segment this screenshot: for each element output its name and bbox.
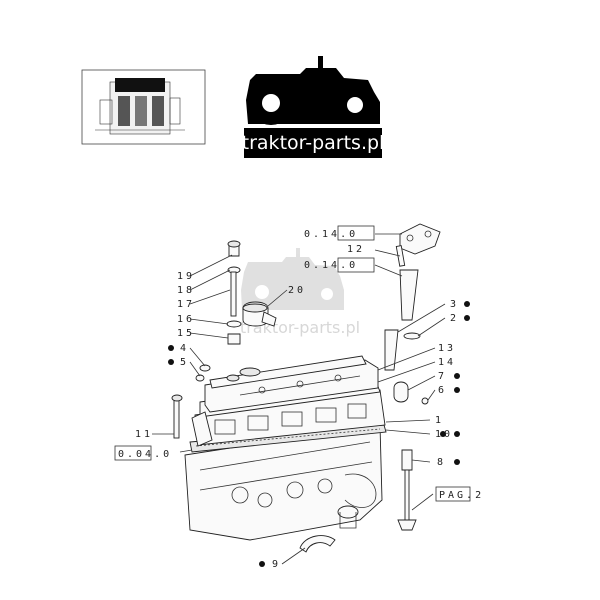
label-8[interactable]: 8 (437, 457, 446, 468)
label-2[interactable]: 2 (450, 313, 459, 324)
cap-part (393, 381, 409, 403)
label-6[interactable]: 6 (438, 385, 447, 396)
label-ref-left[interactable]: 0.04.0 (118, 449, 172, 460)
bullet-7 (454, 373, 460, 379)
bullet-4 (168, 345, 174, 351)
bullet-6 (454, 387, 460, 393)
bullet-2 (464, 315, 470, 321)
bullet-10b (454, 431, 460, 437)
label-20[interactable]: 20 (288, 285, 306, 296)
stud-assembly (226, 240, 242, 345)
small-plug-part (421, 397, 429, 405)
label-14[interactable]: 14 (438, 357, 456, 368)
washer-part (199, 364, 211, 372)
plug-part (195, 374, 205, 382)
label-11[interactable]: 11 (135, 429, 153, 440)
bullet-markers (168, 301, 470, 567)
engine-thumbnail[interactable] (81, 69, 206, 145)
bullet-3 (464, 301, 470, 307)
breather-elbow (242, 301, 277, 327)
bullet-8 (454, 459, 460, 465)
label-3[interactable]: 3 (450, 299, 459, 310)
label-ref-top1[interactable]: 0.14.0 (304, 229, 358, 240)
valve-part (397, 449, 417, 531)
ref-box-top2[interactable] (337, 257, 375, 273)
label-5[interactable]: 5 (180, 357, 189, 368)
label-18[interactable]: 18 (177, 285, 195, 296)
bullet-10 (440, 431, 446, 437)
logo-text: traktor-parts.pl (242, 132, 385, 154)
label-12[interactable]: 12 (347, 244, 365, 255)
leader-lines (152, 233, 446, 565)
hose-part (299, 535, 336, 553)
label-4[interactable]: 4 (180, 343, 189, 354)
label-13[interactable]: 13 (438, 343, 456, 354)
label-15[interactable]: 15 (177, 328, 195, 339)
bullet-5 (168, 359, 174, 365)
long-bolt (173, 397, 180, 439)
ref-box-top1[interactable] (337, 225, 375, 241)
rocker-cover (204, 355, 379, 413)
ref-box-pag[interactable] (435, 486, 471, 502)
label-17[interactable]: 17 (177, 299, 195, 310)
label-1[interactable]: 1 (435, 415, 444, 426)
ref-box-left[interactable] (114, 445, 152, 461)
label-ref-pag[interactable]: PAG.2 (439, 490, 484, 501)
label-9[interactable]: 9 (272, 559, 281, 570)
label-7[interactable]: 7 (438, 371, 447, 382)
traktor-parts-logo[interactable]: traktor-parts.pl (242, 56, 385, 158)
bullet-9 (259, 561, 265, 567)
label-19[interactable]: 19 (177, 271, 195, 282)
label-ref-top2[interactable]: 0.14.0 (304, 260, 358, 271)
label-16[interactable]: 16 (177, 314, 195, 325)
injector-assembly (384, 223, 441, 371)
